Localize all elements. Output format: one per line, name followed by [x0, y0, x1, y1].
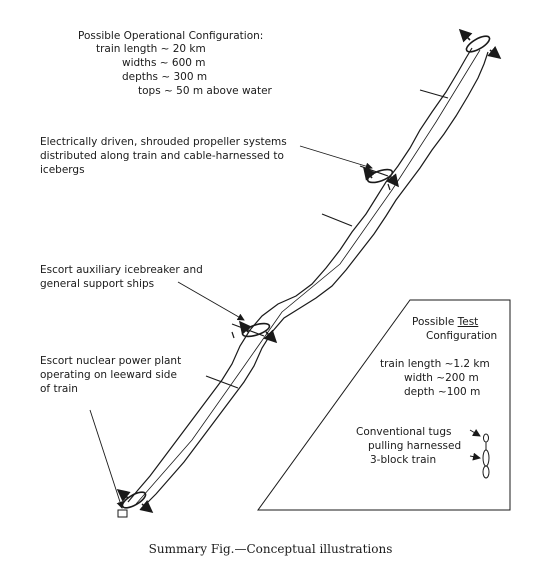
direction-arrows [116, 28, 502, 513]
propeller-callout-line-3: icebergs [40, 164, 85, 176]
icebreaker-leader [177, 281, 245, 321]
nuclear-leader [89, 409, 124, 509]
nuclear-callout-line-3: of train [40, 383, 78, 395]
train-right-edge [143, 51, 489, 507]
figure-caption: Summary Fig.—Conceptual illustrations [148, 542, 393, 556]
division-1 [419, 89, 449, 99]
nuclear-callout-line-1: Escort nuclear power plant [40, 355, 182, 367]
escort-ships [117, 183, 391, 518]
iceberg-train [127, 47, 489, 507]
operational-title: Possible Operational Configuration: [78, 30, 264, 42]
division-5 [205, 375, 239, 389]
harness-cable [135, 49, 481, 505]
test-train-icon [469, 428, 490, 479]
nuclear-plant-ship [117, 509, 128, 518]
propeller-callout-line-1: Electrically driven, shrouded propeller … [40, 136, 287, 148]
operational-tops: tops ~ 50 m above water [138, 85, 272, 97]
operational-depths: depths ~ 300 m [122, 71, 208, 83]
division-2 [359, 165, 389, 177]
test-width: width ~200 m [404, 372, 479, 384]
tugs-line-1: Conventional tugs [356, 426, 452, 438]
test-train-length: train length ~1.2 km [380, 358, 490, 370]
test-title-line-2: Configuration [426, 330, 498, 342]
bow-propeller [465, 35, 491, 53]
test-title-underlined: Test [457, 316, 479, 328]
test-title-prefix: Possible [412, 316, 458, 328]
icebreaker-callout-line-1: Escort auxiliary icebreaker and [40, 264, 203, 276]
test-depth: depth ~100 m [404, 386, 481, 398]
test-title: Possible Test [412, 316, 478, 329]
propeller-rings [121, 35, 491, 509]
stern-propeller [121, 491, 147, 509]
callout-leaders [89, 145, 373, 509]
operational-train-length: train length ~ 20 km [96, 43, 206, 55]
tugs-line-3: 3-block train [370, 454, 437, 466]
division-3 [321, 213, 353, 227]
operational-widths: widths ~ 600 m [122, 57, 206, 69]
tugs-line-2: pulling harnessed [368, 440, 462, 452]
train-left-edge [127, 47, 473, 503]
test-config-panel [257, 299, 511, 511]
propeller-leader [299, 145, 373, 170]
nuclear-callout-line-2: operating on leeward side [40, 369, 177, 381]
icebreaker-callout-line-2: general support ships [40, 278, 155, 290]
propeller-callout-line-2: distributed along train and cable-harnes… [40, 150, 284, 162]
